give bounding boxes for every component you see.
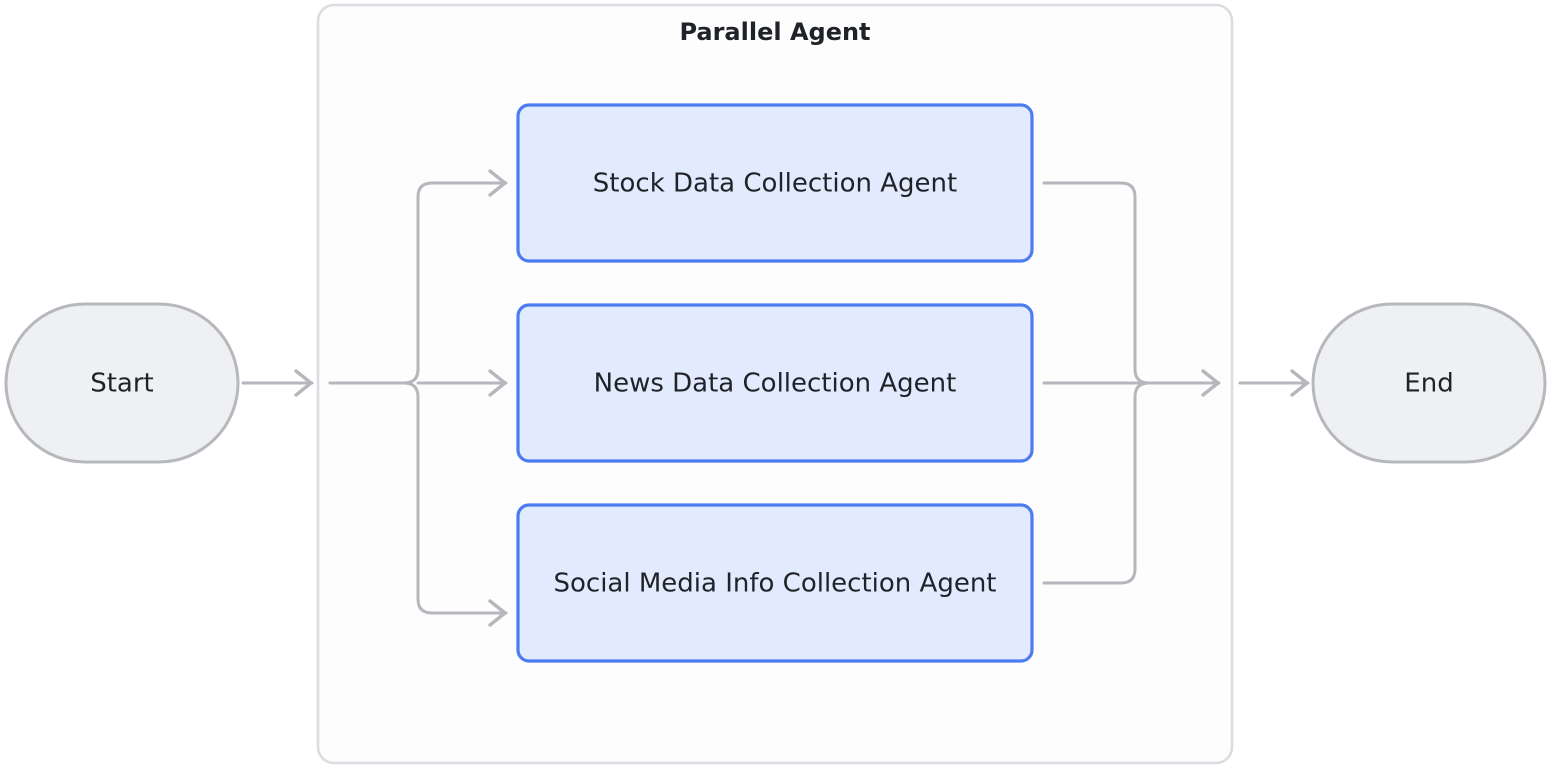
end-shape: [1311, 302, 1547, 464]
stock-agent-shape: [516, 103, 1034, 263]
edge-fanin-group: [1042, 181, 1221, 585]
arrowhead-icon: [488, 369, 507, 397]
end-label: End: [1404, 369, 1453, 399]
node-stock-data-collection-agent[interactable]: Stock Data Collection Agent: [516, 103, 1034, 263]
node-end[interactable]: End: [1311, 302, 1547, 464]
start-label: Start: [90, 369, 154, 399]
edge-parallel-to-end: [1238, 369, 1310, 397]
news-agent-label: News Data Collection Agent: [594, 369, 957, 399]
edge-start-to-parallel: [241, 369, 314, 397]
arrowhead-icon: [1290, 369, 1309, 397]
social-agent-label: Social Media Info Collection Agent: [553, 569, 996, 599]
arrowhead-icon: [1201, 369, 1220, 397]
edge-fanout-group: [328, 169, 508, 627]
group-title-label: Parallel Agent: [679, 18, 870, 46]
arrowhead-icon: [294, 369, 313, 397]
node-start[interactable]: Start: [4, 302, 240, 464]
arrowhead-icon: [488, 599, 507, 627]
arrowhead-icon: [488, 169, 507, 197]
node-social-media-info-collection-agent[interactable]: Social Media Info Collection Agent: [516, 503, 1034, 663]
news-agent-shape: [516, 303, 1034, 463]
social-agent-shape: [516, 503, 1034, 663]
start-shape: [4, 302, 240, 464]
node-news-data-collection-agent[interactable]: News Data Collection Agent: [516, 303, 1034, 463]
stock-agent-label: Stock Data Collection Agent: [593, 169, 957, 199]
